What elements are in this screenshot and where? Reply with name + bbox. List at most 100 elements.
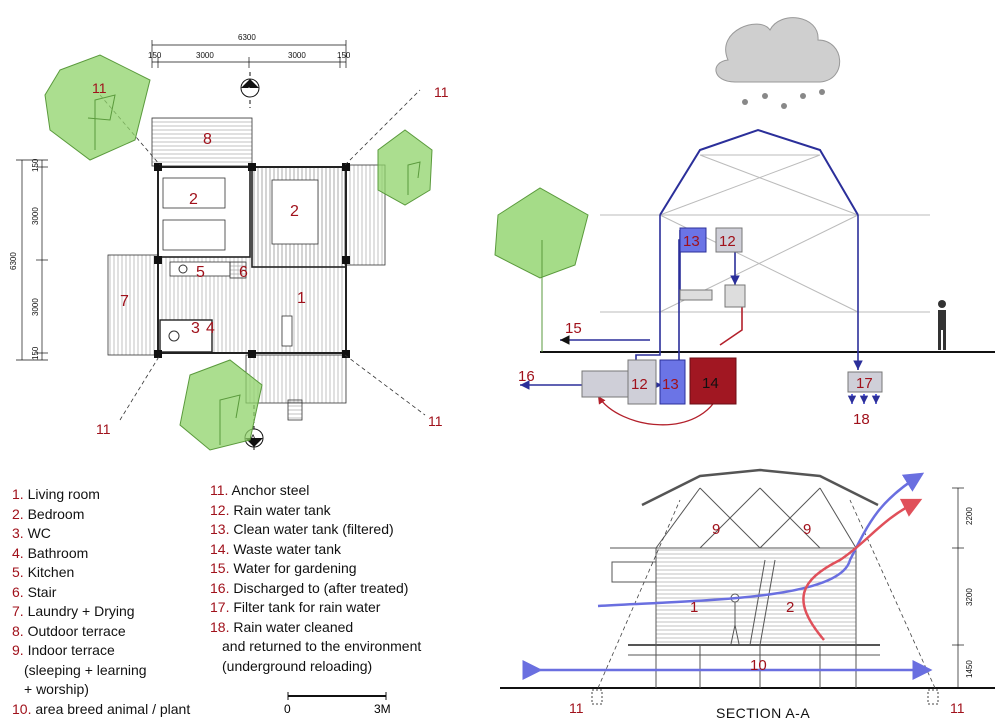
dim-roof-height: 2200 <box>965 507 974 525</box>
roof-gutter <box>659 128 859 216</box>
label-section-anchor-left: 11 <box>569 700 584 716</box>
rain-tank-lower <box>627 359 657 405</box>
legend-item: 9. Indoor terrace <box>12 642 115 658</box>
laundry-deck <box>107 254 159 356</box>
legend-item: 11. Anchor steel <box>210 482 310 498</box>
filter-tank <box>847 371 883 393</box>
label-reload: 18 <box>853 411 870 428</box>
legend-item: 6. Stair <box>12 583 57 600</box>
airflow-blue-arrow <box>597 472 925 608</box>
anchor-block-left <box>591 689 603 705</box>
legend-item: 17. Filter tank for rain water <box>210 599 381 615</box>
legend-item: 18. Rain water cleaned <box>210 618 354 635</box>
dim-room-height: 3200 <box>965 588 974 606</box>
label-anchor-bl: 11 <box>96 421 111 437</box>
legend-item: 4. Bathroom <box>12 544 89 561</box>
label-section-living: 1 <box>690 599 698 616</box>
front-steps <box>287 399 303 421</box>
living-table <box>281 315 293 347</box>
dim-edge-right: 150 <box>337 51 351 60</box>
section-title: SECTION A-A <box>716 705 811 721</box>
label-discharged: 16 <box>518 368 535 385</box>
label-anchor-br: 11 <box>428 413 443 429</box>
label-wc: 3 <box>191 320 200 337</box>
label-section-animal-area: 10 <box>750 657 767 674</box>
label-section-anchor-right: 11 <box>950 700 965 716</box>
label-laundry: 7 <box>120 293 129 310</box>
clean-tank-lower <box>659 359 686 405</box>
plan-dimensions-left <box>16 159 48 361</box>
legend-item: 12. Rain water tank <box>210 501 331 518</box>
label-bathroom: 4 <box>206 320 215 337</box>
label-tank12-upper: 12 <box>719 233 736 250</box>
dim-total-width: 6300 <box>238 33 256 42</box>
legend-item-continuation: + worship) <box>24 681 89 697</box>
legend-item: 10. area breed animal / plant <box>12 700 191 717</box>
water-section: 13 12 15 16 12 13 14 17 18 <box>494 17 995 428</box>
clean-tank-upper <box>679 227 707 253</box>
label-anchor-tr: 11 <box>434 84 449 100</box>
section-mark-top-label: A <box>246 86 252 96</box>
dim-width-a: 3000 <box>196 51 214 60</box>
outdoor-terrace-deck <box>151 117 253 167</box>
front-deck <box>245 354 347 404</box>
label-tank13-upper: 13 <box>683 233 700 250</box>
legend-item: 5. Kitchen <box>12 564 75 580</box>
sink-icon <box>178 264 188 274</box>
floor-plan: 6300 3000 3000 150 150 6300 3000 3000 15… <box>9 33 449 451</box>
label-indoor-terrace-a: 9 <box>712 521 720 538</box>
stair-icon <box>229 261 247 279</box>
legend-item-continuation: (sleeping + learning <box>24 661 147 678</box>
label-stair: 6 <box>239 264 248 281</box>
label-tank12-lower: 12 <box>631 376 648 393</box>
waste-return-arrow <box>597 391 721 426</box>
dim-floor-height: 1450 <box>965 660 974 678</box>
anchor-block-right <box>927 689 939 705</box>
legend-item: 13. Clean water tank (filtered) <box>210 521 394 537</box>
person-icon <box>938 300 946 350</box>
section-dimensions <box>952 487 964 689</box>
plan-dimensions-top <box>151 40 347 68</box>
dim-edge-bottom: 150 <box>31 346 40 360</box>
label-anchor-tl: 11 <box>92 80 107 96</box>
rain-drops-icon <box>742 89 825 109</box>
scale-bar: 0 3M <box>284 692 406 716</box>
legend-right: 11. Anchor steel 12. Rain water tank 13.… <box>210 481 421 676</box>
column-markers <box>154 163 350 358</box>
legend-item: 3. WC <box>12 525 51 541</box>
legend-item: 14. Waste water tank <box>210 540 341 557</box>
dim-total-height: 6300 <box>9 252 18 270</box>
section-mark-top <box>240 72 260 108</box>
garden-tree-icon <box>494 187 589 279</box>
toilet-fixture-icon <box>724 284 746 308</box>
dim-edge-top: 150 <box>31 158 40 172</box>
label-outdoor-terrace: 8 <box>203 131 212 148</box>
label-kitchen: 5 <box>196 264 205 281</box>
tree-icon <box>44 54 433 451</box>
legend-item: 7. Laundry + Drying <box>12 603 135 619</box>
label-bedroom-left: 2 <box>189 191 198 208</box>
label-filter-tank: 17 <box>856 375 873 392</box>
tree-branches <box>87 94 421 445</box>
legend-item: 16. Discharged to (after treated) <box>210 579 409 596</box>
label-bedroom-right: 2 <box>290 203 299 220</box>
dim-height-d: 3000 <box>31 298 40 316</box>
house-frame <box>600 154 930 352</box>
cloud-icon <box>715 17 841 83</box>
legend-item: 2. Bedroom <box>12 505 85 522</box>
section-a-a: 2200 3200 1450 <box>500 468 995 716</box>
legend-item-continuation: (underground reloading) <box>222 657 373 674</box>
legend-item: 1. Living room <box>12 486 100 502</box>
bed-icon <box>162 177 319 251</box>
legend-item: 15. Water for gardening <box>210 560 357 576</box>
label-living: 1 <box>297 290 306 307</box>
scale-end: 3M <box>374 702 391 716</box>
dim-height-c: 3000 <box>31 207 40 225</box>
legend-item: 8. Outdoor terrace <box>12 622 126 639</box>
washbasin-icon <box>679 289 713 301</box>
airflow-red-arrow <box>802 498 923 641</box>
label-tank13-lower: 13 <box>662 376 679 393</box>
dim-width-b: 3000 <box>288 51 306 60</box>
label-waste-tank: 14 <box>702 375 719 392</box>
